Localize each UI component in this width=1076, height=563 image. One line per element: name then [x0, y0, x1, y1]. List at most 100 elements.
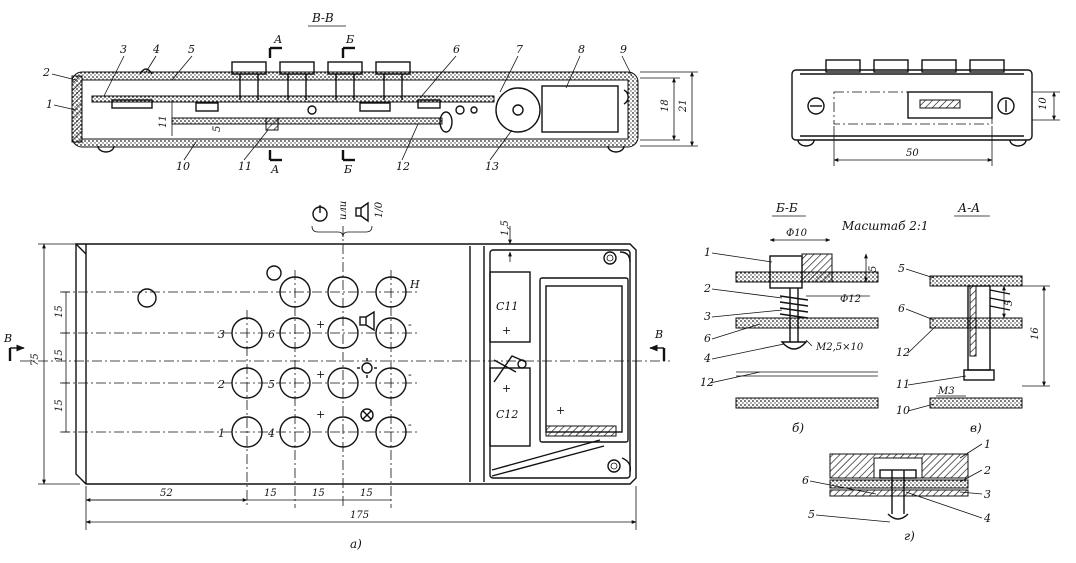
drawing-label: 15: [54, 399, 65, 412]
cut-mark-b-bottom: Б: [343, 163, 352, 176]
drawing-label: 15: [54, 305, 65, 318]
col-label-4: 4: [267, 427, 275, 440]
fig-v-caption: в): [970, 421, 982, 435]
section-aa-view: А-А 5 16 М3 5 6 12 11 10 в): [896, 201, 1050, 435]
cut-mark-v-right: В: [654, 328, 663, 341]
fig-b-caption: б): [792, 421, 804, 435]
drawing-label: 12: [896, 346, 910, 359]
section-vv-view: В-В: [42, 11, 698, 176]
top-callouts: 1 2 3 4 5 6 7 8 9 10 11 12 13: [42, 43, 633, 173]
drawing-label: 9: [620, 43, 627, 56]
drawing-label: 10: [176, 160, 190, 173]
battery-c12-label: C12: [496, 408, 518, 421]
fig-a-caption: а): [350, 537, 362, 551]
col-label-5: 5: [268, 378, 275, 391]
detail-g-view: 1 2 3 4 5 6 г): [802, 438, 991, 543]
dim-5: 5: [212, 126, 223, 132]
drawing-label: -: [408, 368, 412, 381]
dim-18: 18: [660, 99, 671, 112]
front-view: C11 C12 + + +: [3, 201, 670, 551]
drawing-label: 2: [983, 464, 991, 477]
drawing-label: +: [502, 324, 511, 337]
dim-50: 50: [906, 148, 919, 159]
drawing-label: Ф10: [786, 228, 808, 239]
drawing-label: 3: [704, 310, 711, 323]
section-aa-title: А-А: [957, 201, 980, 215]
drawing-label: 3: [120, 43, 127, 56]
drawing-label: 2: [703, 282, 711, 295]
top-buttons: [231, 61, 411, 100]
drawing-label: +: [502, 382, 511, 395]
dim-1-5: 1,5: [500, 220, 511, 236]
drawing-label: 6: [898, 302, 905, 315]
drawing-label: 3: [984, 488, 991, 501]
drawing-label: 52: [160, 488, 173, 499]
drawing-label: 4: [703, 352, 711, 365]
dim-75: 75: [30, 353, 41, 366]
drawing-label: 15: [312, 488, 325, 499]
symbol-or-text: или: [338, 201, 349, 220]
drawing-label: 1: [704, 246, 711, 259]
drawing-label: 12: [700, 376, 714, 389]
drawing-label: Ф12: [840, 294, 861, 305]
drawing-label: +: [316, 318, 325, 331]
speaker-hole: [137, 288, 157, 308]
dim-10: 10: [1038, 97, 1049, 110]
drawing-label: 6: [704, 332, 711, 345]
row-label-2: 2: [217, 378, 225, 391]
drawing-label: -: [408, 318, 412, 331]
drawing-label: 15: [54, 349, 65, 362]
drawing-label: 16: [1030, 327, 1041, 340]
cut-mark-v-left: В: [3, 332, 12, 345]
drawing-label: 15: [360, 488, 373, 499]
drawing-label: +: [316, 408, 325, 421]
cut-mark-a-bottom: А: [270, 163, 279, 176]
dim-175: 175: [350, 510, 369, 521]
battery-c11: [489, 271, 531, 343]
speaker-symbol-icon: [359, 310, 375, 332]
drawing-label: 5: [868, 266, 879, 272]
side-view: 50 10: [791, 59, 1060, 166]
drawing-label: 6: [453, 43, 460, 56]
drawing-label: 7: [516, 43, 523, 56]
lamp-symbol-icon: [357, 358, 377, 378]
drawing-label: 12: [396, 160, 410, 173]
drawing-label: 11: [896, 378, 910, 391]
drawing-label: 5: [1004, 300, 1015, 306]
drawing-label: 13: [485, 160, 499, 173]
mode-symbols: или 1/0: [311, 201, 385, 238]
section-bb-view: Б-Б Масштаб 2:1 Ф10 5 Ф12 М2,5×10 1 2 3 …: [700, 201, 929, 435]
cut-mark-b-top: Б: [345, 33, 354, 46]
drawing-label: 6: [802, 474, 809, 487]
drawing-label: +: [316, 368, 325, 381]
drawing-label: 10: [896, 404, 910, 417]
cross-circle-symbol-icon: [360, 408, 374, 422]
drawing-label: 11: [238, 160, 252, 173]
scale-label: Масштаб 2:1: [841, 219, 929, 233]
drawing-label: 2: [42, 66, 50, 79]
cut-mark-a-top: А: [273, 33, 282, 46]
drawing-label: 4: [983, 512, 991, 525]
h-label: Н: [409, 278, 420, 291]
drawing-label: 5: [808, 508, 815, 521]
drawing-label: 5: [188, 43, 195, 56]
drawing-label: 1: [46, 98, 53, 111]
drawing-label: М2,5×10: [815, 342, 864, 353]
drawing-label: 8: [578, 43, 585, 56]
row-label-3: 3: [218, 328, 225, 341]
dim-21: 21: [678, 99, 689, 113]
dim-11: 11: [158, 115, 169, 128]
drawing-label: 4: [152, 43, 160, 56]
drawing-label: 5: [898, 262, 905, 275]
symbol-onoff-text: 1/0: [374, 201, 385, 218]
drawing-label: -: [408, 418, 412, 431]
row-label-1: 1: [218, 427, 225, 440]
drawing-label: 15: [264, 488, 277, 499]
section-vv-title: В-В: [311, 11, 334, 25]
fig-g-caption: г): [904, 529, 915, 543]
col-label-6: 6: [268, 328, 275, 341]
keypad: [231, 276, 407, 448]
drawing-label: М3: [937, 386, 955, 397]
drawing-label: 1: [984, 438, 991, 451]
